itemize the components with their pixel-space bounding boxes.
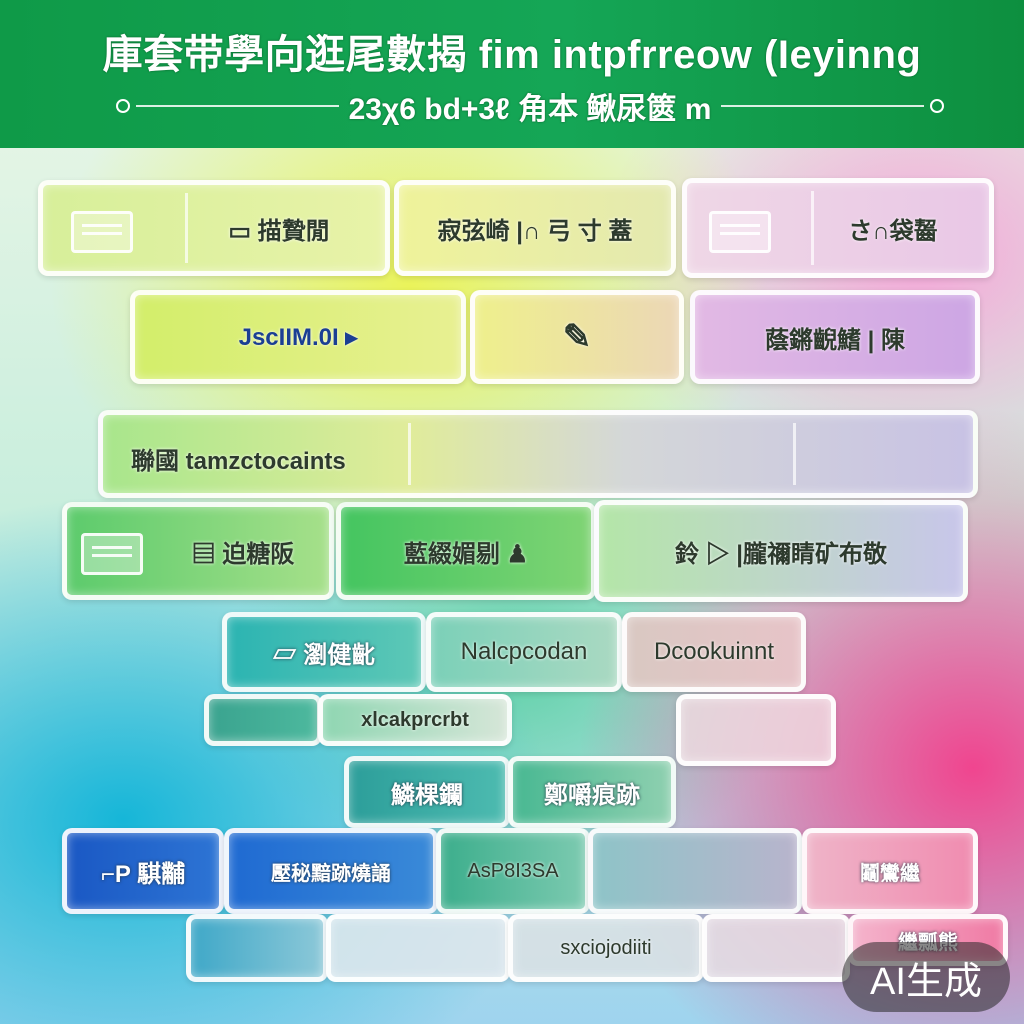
block-row5-a[interactable]: ▱ 瀏健齔 — [222, 612, 426, 692]
block-divider — [811, 191, 814, 265]
block-row6-a[interactable] — [204, 694, 322, 746]
block-label: ▭ 描贄閒 — [228, 217, 330, 245]
block-label: Dcookuinnt — [653, 638, 775, 665]
block-label: AsP8I3SA — [467, 859, 559, 882]
page-title: 庫套带學向逛尾數揭 fim intpfrreow (Ieyinng — [102, 33, 922, 77]
block-row8-c[interactable]: AsP8I3SA — [436, 828, 590, 914]
block-label: 鱗棵鑭 — [391, 781, 463, 809]
block-label: 蔭鏘齯鰭 | 陳 — [764, 326, 906, 354]
block-row9-d[interactable] — [702, 914, 850, 982]
block-row1-c[interactable]: さ∩袋齧 — [682, 178, 994, 278]
block-row2-c[interactable]: 蔭鏘齯鰭 | 陳 — [690, 290, 980, 384]
block-divider — [793, 423, 796, 485]
block-label: Nalcpcodan — [460, 638, 588, 665]
block-row4-b[interactable]: 藍綴媚剔 ♟ — [336, 502, 596, 600]
block-label: xlcakprcrbt — [361, 708, 469, 731]
block-label: 鈴 ▷ |朧禰睛矿布敬 — [674, 540, 888, 568]
block-label: 鄭嚼痕跡 — [544, 781, 640, 809]
block-row2-a[interactable]: JscIIM.0I ▸ — [130, 290, 466, 384]
rule-left — [136, 105, 339, 107]
block-row7-a[interactable]: 鱗棵鑭 — [344, 756, 510, 828]
block-label: 壓秘黯跡燒誦 — [271, 862, 391, 885]
block-label: 藍綴媚剔 ♟ — [403, 540, 529, 568]
block-divider — [185, 193, 188, 263]
rule-cap-left — [116, 99, 130, 113]
block-row1-b[interactable]: 寂弦崎 |∩ 弓 寸 蓋 — [394, 180, 676, 276]
block-label: 鬮鸞繼 — [860, 862, 920, 885]
block-row4-a[interactable]: ▤ 迫糖阪 — [62, 502, 334, 600]
pen-icon: ✎ — [562, 318, 592, 356]
block-row8-a[interactable]: ⌐P 騏黼 — [62, 828, 224, 914]
block-label: sxciojodiiti — [560, 936, 652, 959]
block-row9-a[interactable] — [186, 914, 328, 982]
document-icon — [71, 211, 133, 253]
subtitle-row: 23χ6 bd+3ℓ 角本 鳅尿篋 m — [110, 86, 950, 126]
block-row8-b[interactable]: 壓秘黯跡燒誦 — [224, 828, 438, 914]
block-row7-b[interactable]: 鄭嚼痕跡 — [508, 756, 676, 828]
folder-icon — [709, 211, 771, 253]
block-row8-e[interactable]: 鬮鸞繼 — [802, 828, 978, 914]
block-row6-c[interactable] — [676, 694, 836, 766]
rule-right — [721, 105, 925, 107]
block-row5-c[interactable]: Dcookuinnt — [622, 612, 806, 692]
block-label: ⌐P 騏黼 — [100, 860, 186, 888]
block-row6-b[interactable]: xlcakprcrbt — [318, 694, 512, 746]
block-row8-d[interactable] — [588, 828, 802, 914]
page-subtitle: 23χ6 bd+3ℓ 角本 鳅尿篋 m — [348, 93, 712, 126]
block-row5-b[interactable]: Nalcpcodan — [426, 612, 622, 692]
block-label: ▱ 瀏健齔 — [272, 641, 376, 669]
block-row9-b[interactable] — [326, 914, 510, 982]
header-banner: 庫套带學向逛尾數揭 fim intpfrreow (Ieyinng 23χ6 b… — [0, 0, 1024, 148]
block-row4-c[interactable]: 鈴 ▷ |朧禰睛矿布敬 — [594, 500, 968, 602]
block-row9-c[interactable]: sxciojodiiti — [508, 914, 704, 982]
block-label: さ∩袋齧 — [848, 217, 938, 245]
block-label: 寂弦崎 |∩ 弓 寸 蓋 — [437, 217, 633, 245]
rule-cap-right — [930, 99, 945, 113]
block-row2-b[interactable]: ✎ — [470, 290, 684, 384]
block-label: ▤ 迫糖阪 — [191, 540, 295, 568]
block-divider — [408, 423, 411, 485]
block-row1-a[interactable]: ▭ 描贄閒 — [38, 180, 390, 276]
block-label: JscIIM.0I ▸ — [238, 323, 358, 351]
block-row3[interactable]: 聯國 tamzctocaints — [98, 410, 978, 498]
block-label: 聯國 tamzctocaints — [131, 448, 346, 475]
list-icon — [81, 533, 143, 575]
ai-generated-watermark: AI生成 — [842, 942, 1010, 1012]
